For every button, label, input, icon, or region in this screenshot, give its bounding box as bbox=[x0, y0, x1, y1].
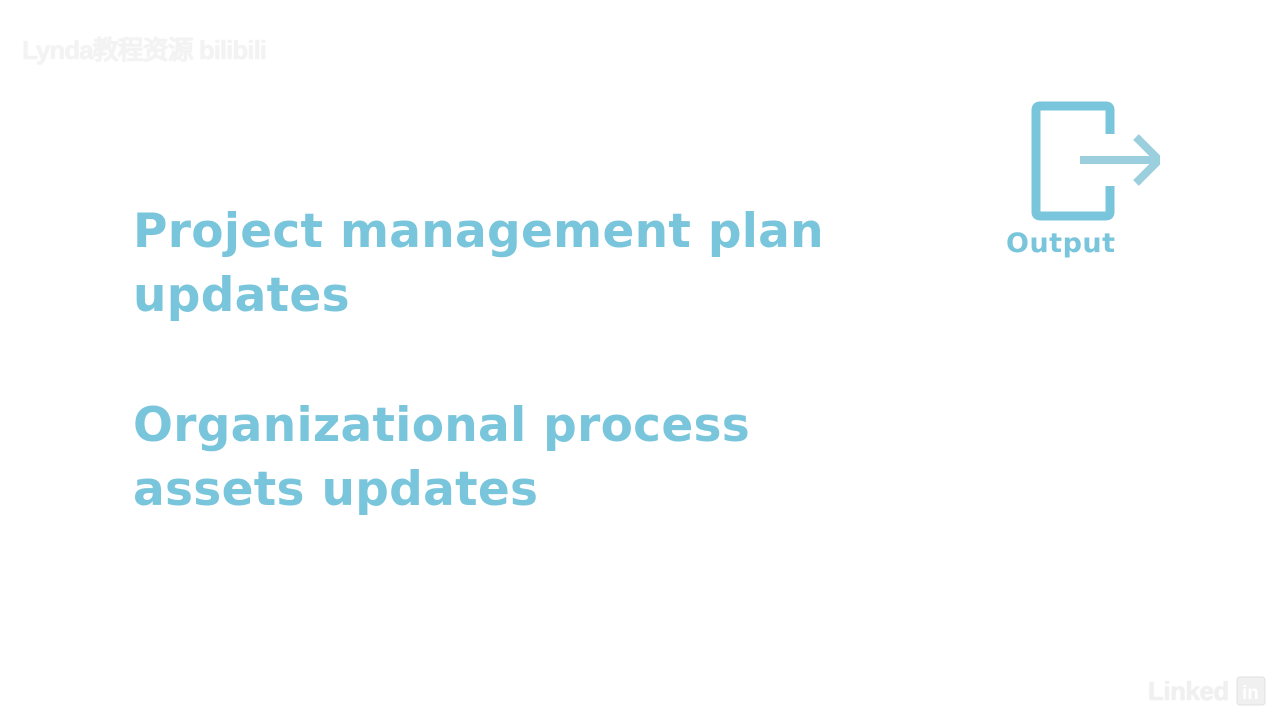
linkedin-watermark: Linked in bbox=[1148, 676, 1268, 708]
linkedin-in-icon: in bbox=[1236, 676, 1266, 706]
item-line: Project management plan bbox=[133, 204, 824, 259]
door-frame bbox=[1031, 101, 1115, 221]
arrow-head bbox=[1133, 134, 1160, 186]
exit-arrow-icon bbox=[1031, 101, 1160, 221]
item-project-management-plan-updates: Project management plan updates bbox=[133, 200, 893, 328]
item-line: Organizational process bbox=[133, 398, 751, 453]
watermark-top: Lynda教程资源 bilibili bbox=[22, 35, 267, 65]
item-line: assets updates bbox=[133, 462, 539, 517]
output-label: Output bbox=[1006, 228, 1116, 259]
linkedin-watermark-text: Linked bbox=[1148, 676, 1229, 706]
item-organizational-process-assets-updates: Organizational process assets updates bbox=[133, 394, 893, 522]
output-block: Output bbox=[1000, 100, 1170, 270]
svg-text:in: in bbox=[1242, 683, 1259, 704]
item-list: Project management plan updates Organiza… bbox=[133, 200, 893, 588]
item-line: updates bbox=[133, 268, 350, 323]
